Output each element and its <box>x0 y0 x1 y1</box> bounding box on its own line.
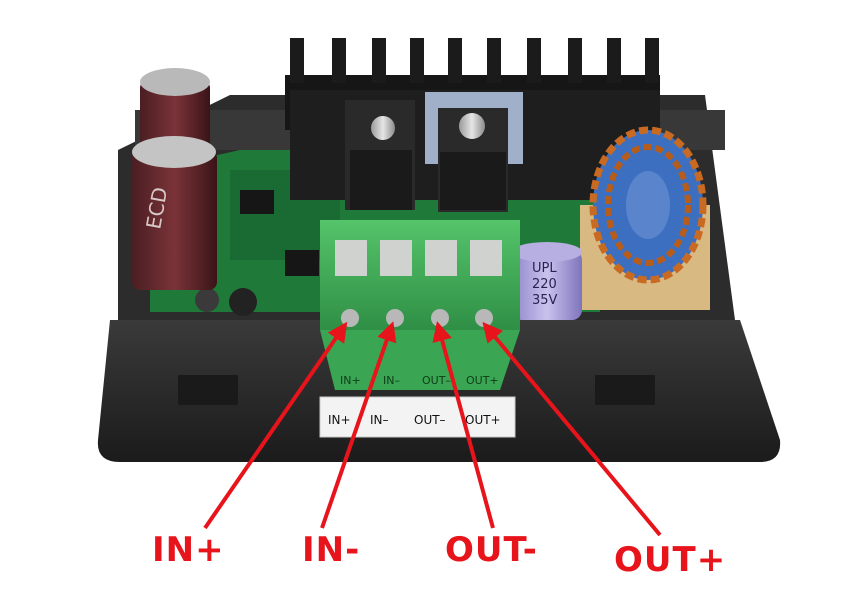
sticker-label-out-plus: OUT+ <box>465 413 501 427</box>
big-capacitor: ECD <box>132 68 217 290</box>
sticker-label-in-plus: IN+ <box>328 413 351 427</box>
terminal-label-out-plus: OUT+ <box>466 374 499 387</box>
terminal-slot <box>470 240 502 276</box>
arrow-out-minus <box>432 321 495 529</box>
terminal-label-in-minus: IN– <box>383 374 400 387</box>
label-sticker: IN+ IN– OUT– OUT+ <box>319 396 516 438</box>
callout-out-minus: OUT- <box>445 530 538 570</box>
ic-chip <box>285 250 319 276</box>
arrow-in-minus <box>320 321 397 529</box>
enclosure-clip-left <box>178 375 238 405</box>
toroid-inductor <box>580 126 710 310</box>
capacitor-text-line3: 35V <box>532 293 558 308</box>
terminal-slot <box>335 240 367 276</box>
inductor-small <box>229 288 257 316</box>
terminal-screw <box>475 309 493 327</box>
callout-in-minus: IN- <box>302 530 361 570</box>
callout-in-plus: IN+ <box>152 530 225 570</box>
sticker-label-in-minus: IN– <box>370 413 389 427</box>
capacitor-text-line1: UPL <box>532 261 557 276</box>
terminal-label-out-minus: OUT– <box>422 374 451 387</box>
sticker-label-out-minus: OUT– <box>414 413 446 427</box>
terminal-screw <box>431 309 449 327</box>
transistor-q2 <box>345 100 415 210</box>
enclosure-clip-right <box>595 375 655 405</box>
capacitor-text-line2: 220 <box>532 277 557 292</box>
transistor-u2 <box>425 92 523 212</box>
terminal-slot <box>380 240 412 276</box>
arrow-in-plus <box>203 321 348 530</box>
arrow-out-plus <box>482 321 662 537</box>
small-capacitor: UPL 220 35V <box>512 242 582 320</box>
callout-out-plus: OUT+ <box>614 540 727 580</box>
terminal-screw <box>386 309 404 327</box>
terminal-label-in-plus: IN+ <box>340 374 361 387</box>
terminal-block: IN+ IN– OUT– OUT+ <box>320 220 520 390</box>
inductor-small <box>195 288 219 312</box>
enclosure-bezel <box>97 320 781 462</box>
terminal-slot <box>425 240 457 276</box>
ic-chip <box>240 190 274 214</box>
